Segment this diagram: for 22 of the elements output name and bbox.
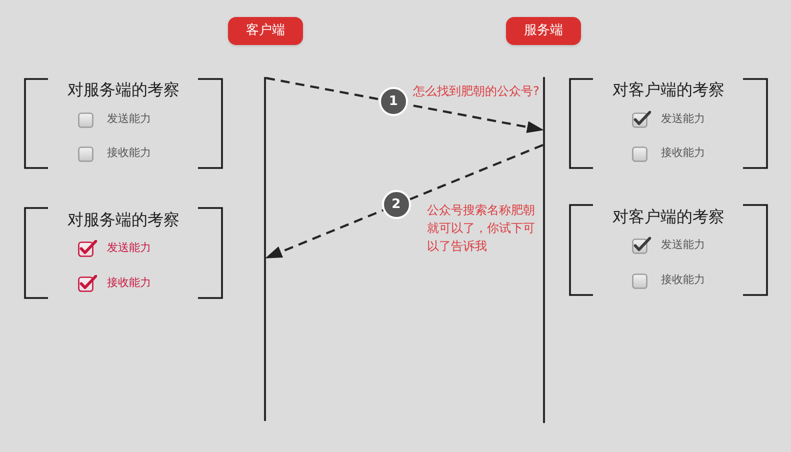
panel-title: 对客户端的考察 xyxy=(612,207,726,227)
capability-label: 发送能力 xyxy=(661,112,705,126)
capability-label: 发送能力 xyxy=(107,241,151,255)
dashed-arrow xyxy=(266,76,544,133)
participant-header: 服务端 xyxy=(506,17,581,45)
capability-label: 接收能力 xyxy=(661,146,705,160)
capability-label: 接收能力 xyxy=(661,273,705,287)
capability-label: 发送能力 xyxy=(661,238,705,252)
message-text: 怎么找到肥朝的公众号? xyxy=(413,83,540,100)
step-number: 1 xyxy=(378,87,408,116)
capability-label: 接收能力 xyxy=(107,276,151,290)
panel-title: 对服务端的考察 xyxy=(66,80,180,100)
participant-header: 客户端 xyxy=(228,17,303,45)
lifeline xyxy=(264,77,266,421)
dashed-arrow xyxy=(265,144,544,260)
panel-title: 对客户端的考察 xyxy=(612,80,726,100)
step-number: 2 xyxy=(382,190,411,220)
capability-label: 接收能力 xyxy=(107,146,151,160)
panel-title: 对服务端的考察 xyxy=(66,210,180,230)
lifeline xyxy=(543,77,545,423)
message-text: 公众号搜索名称肥朝就可以了，你试下可以了告诉我 xyxy=(427,202,536,255)
capability-label: 发送能力 xyxy=(107,112,151,126)
